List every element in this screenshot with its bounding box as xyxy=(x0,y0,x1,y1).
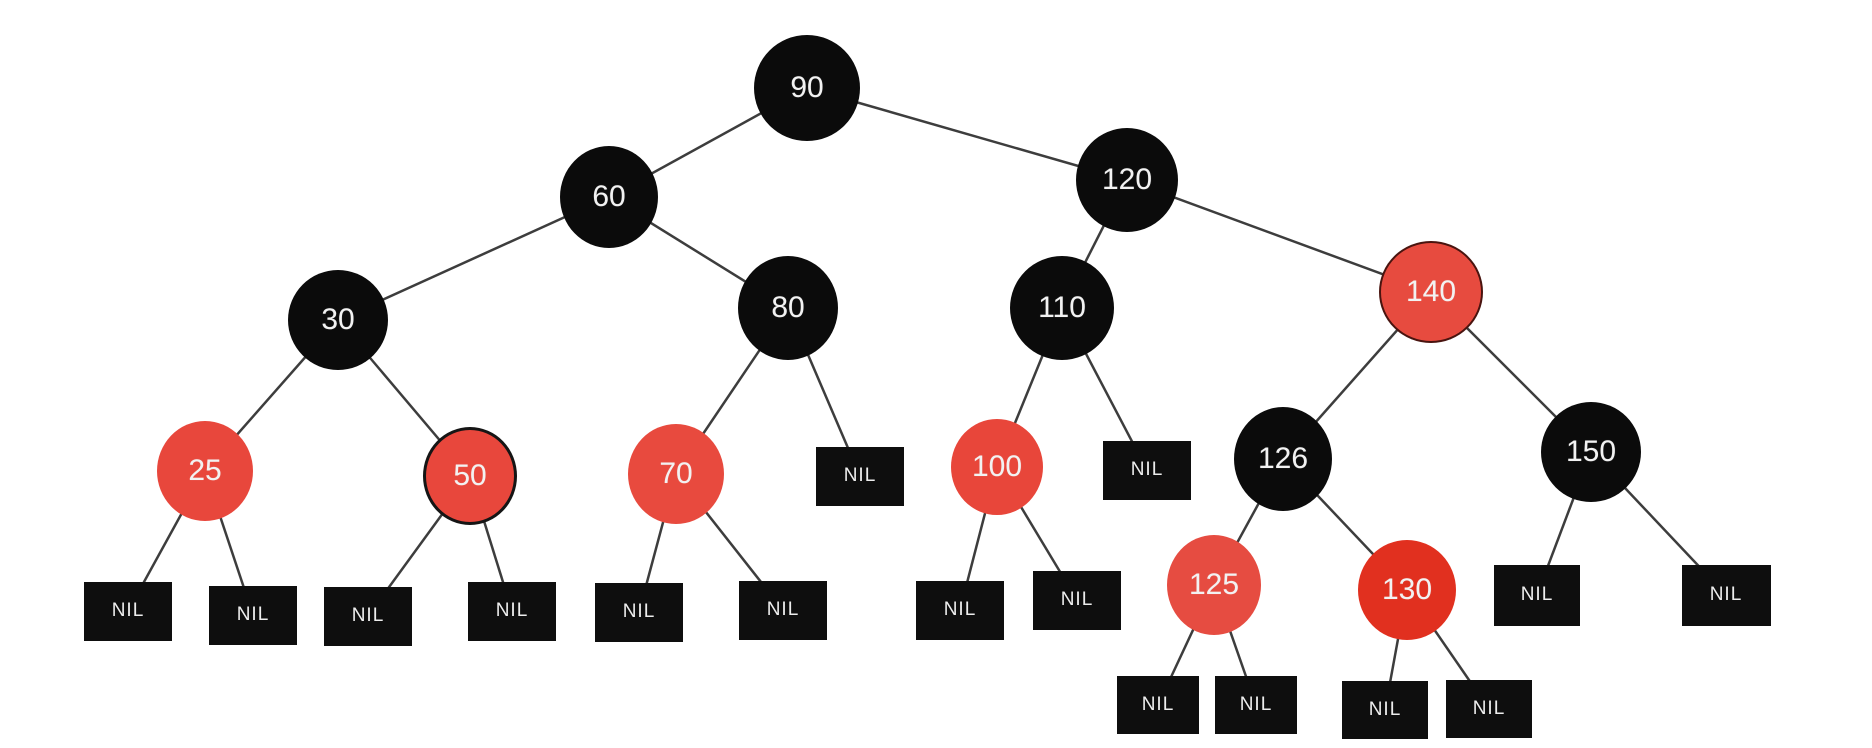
nil-leaf-nil-125-l: NIL xyxy=(1117,676,1199,734)
nil-leaf-nil-100-r: NIL xyxy=(1033,570,1121,630)
nil-leaf-nil-70-r: NIL xyxy=(739,580,827,640)
nil-leaf-nil-130-r: NIL xyxy=(1446,680,1532,738)
tree-node-140: 140 xyxy=(1379,241,1483,343)
tree-node-120: 120 xyxy=(1076,128,1178,232)
tree-node-25: 25 xyxy=(157,421,253,521)
tree-node-100: 100 xyxy=(951,419,1043,515)
nil-leaf-nil-70-l: NIL xyxy=(595,582,683,642)
tree-node-130: 130 xyxy=(1358,540,1456,640)
tree-edge-90-120 xyxy=(806,86,1128,182)
nil-leaf-nil-25-l: NIL xyxy=(84,581,172,641)
nil-leaf-nil-25-r: NIL xyxy=(209,585,297,645)
nil-leaf-nil-150-l: NIL xyxy=(1494,564,1580,626)
nil-leaf-nil-125-r: NIL xyxy=(1215,676,1297,734)
tree-node-110: 110 xyxy=(1010,256,1114,360)
tree-node-150: 150 xyxy=(1541,402,1641,502)
nil-leaf-nil-100-l: NIL xyxy=(916,580,1004,640)
tree-node-50: 50 xyxy=(423,427,517,525)
nil-leaf-nil-50-r: NIL xyxy=(468,581,556,641)
tree-node-126: 126 xyxy=(1234,407,1332,511)
tree-node-90: 90 xyxy=(754,35,860,141)
nil-leaf-nil-50-l: NIL xyxy=(324,586,412,646)
tree-node-80: 80 xyxy=(738,256,838,360)
tree-node-30: 30 xyxy=(288,270,388,370)
nil-leaf-nil-130-l: NIL xyxy=(1342,681,1428,739)
nil-leaf-nil-80-r: NIL xyxy=(816,446,904,506)
nil-leaf-nil-150-r: NIL xyxy=(1681,564,1771,626)
tree-node-60: 60 xyxy=(560,146,658,248)
nil-leaf-nil-110-r: NIL xyxy=(1103,440,1191,500)
tree-edge-120-140 xyxy=(1126,178,1432,294)
tree-node-125: 125 xyxy=(1167,535,1261,635)
tree-node-70: 70 xyxy=(628,424,724,524)
